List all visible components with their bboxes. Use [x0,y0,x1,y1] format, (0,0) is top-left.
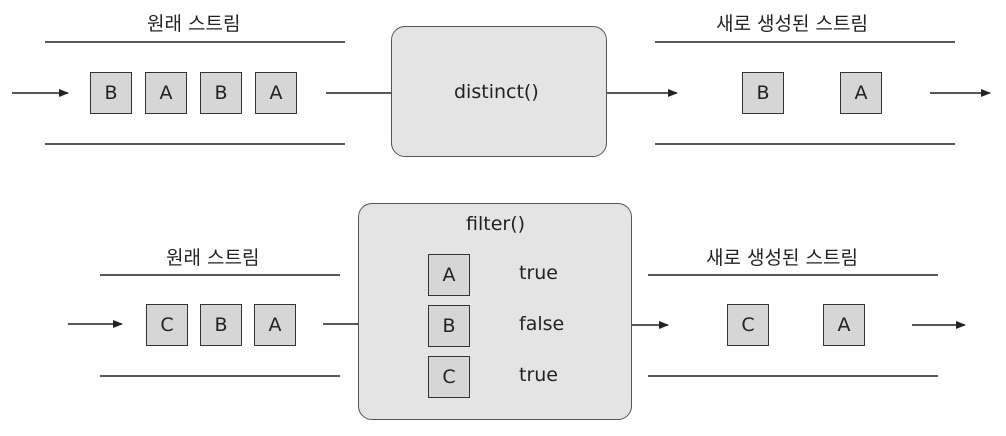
filter-operation-box [358,203,632,420]
top-result-label: 새로 생성된 스트림 [716,13,868,35]
filter-test-element-c: C [428,356,470,398]
bottom-source-label: 원래 스트림 [166,247,260,269]
top-source-label: 원래 스트림 [147,13,241,35]
bottom-input-element-2: B [200,304,242,346]
filter-test-element-a: A [428,254,470,296]
top-input-element-1: B [90,72,132,114]
filter-test-result-c: true [519,364,558,386]
top-output-element-1: B [742,72,784,114]
top-input-element-2: A [145,72,187,114]
bottom-input-element-1: C [146,304,188,346]
distinct-operation-box [391,26,607,157]
top-output-element-2: A [840,72,882,114]
filter-operation-label: filter() [466,213,526,235]
bottom-output-element-1: C [727,304,769,346]
bottom-result-label: 새로 생성된 스트림 [706,247,858,269]
top-input-element-3: B [200,72,242,114]
distinct-operation-label: distinct() [454,81,539,103]
filter-test-element-b: B [428,305,470,347]
filter-test-result-b: false [519,313,565,335]
top-input-element-4: A [255,72,297,114]
filter-test-result-a: true [519,262,558,284]
bottom-input-element-3: A [254,304,296,346]
bottom-output-element-2: A [823,304,865,346]
